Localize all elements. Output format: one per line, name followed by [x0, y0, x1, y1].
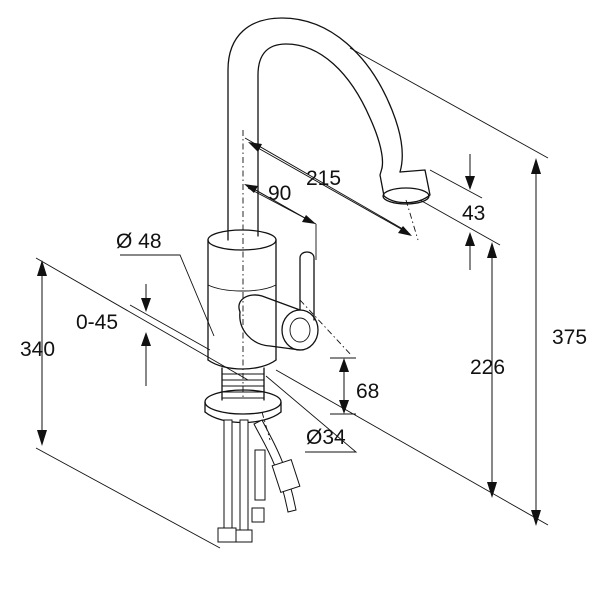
label-handle-offset: 90	[268, 182, 291, 205]
label-deck-thickness: 0-45	[76, 311, 118, 334]
label-spout-height: 226	[470, 356, 505, 379]
faucet-outline	[204, 17, 431, 543]
label-lever-height: 68	[356, 380, 379, 403]
dimension-lines	[37, 142, 541, 526]
label-spout-reach: 215	[306, 167, 341, 190]
label-total-height: 375	[552, 326, 587, 349]
label-base-height: 340	[20, 338, 55, 361]
centre-lines	[242, 130, 419, 441]
dimension-labels: 215 90 Ø 48 0-45 340 43 226 375 68 Ø34	[20, 167, 587, 449]
label-hole-diameter: Ø34	[306, 426, 346, 449]
label-spout-tip: 43	[462, 202, 485, 225]
label-body-diameter: Ø 48	[116, 230, 162, 253]
